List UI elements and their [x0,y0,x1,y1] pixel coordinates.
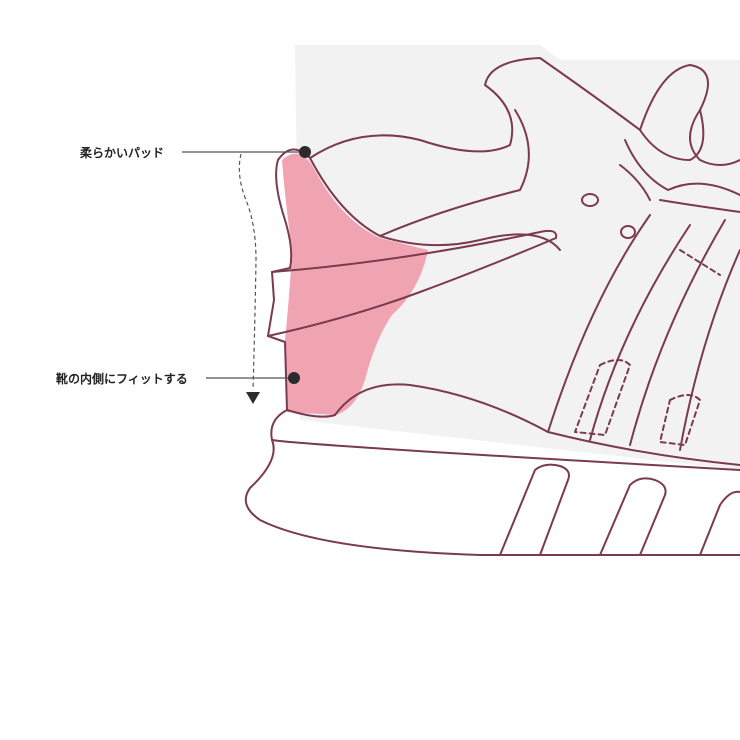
arrow-head-icon [246,392,260,404]
heel-pad [282,153,428,416]
callout-label-soft-pad: 柔らかいパッド [80,146,165,160]
callout-dot-fit [288,372,300,384]
fit-direction-arrow [238,153,257,391]
callout-label-fit: 靴の内側にフィットする [56,372,188,386]
callout-dot-soft-pad [299,146,311,158]
